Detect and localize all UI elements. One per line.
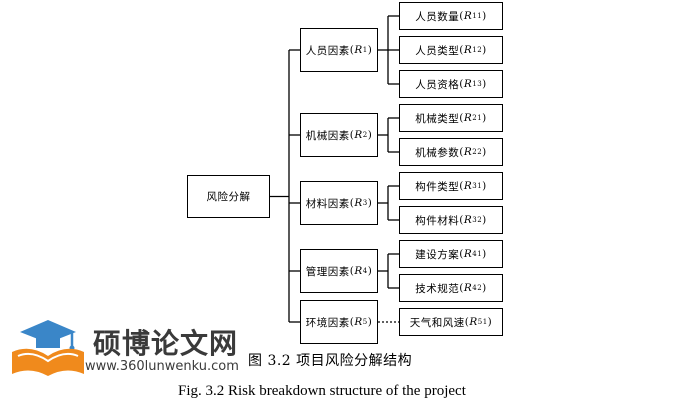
- subfactor-node-2-2-symbol: R: [463, 146, 473, 158]
- subfactor-node-2-2-subscript: 22: [472, 148, 483, 156]
- subfactor-node-2-1-label: 机械类型: [415, 112, 460, 125]
- subfactor-node-4-2-subscript: 42: [472, 284, 483, 292]
- subfactor-node-1-2-label: 人员类型: [415, 44, 460, 57]
- factor-node-1-label: 人员因素: [305, 44, 350, 57]
- factor-node-1-symbol: R: [354, 44, 363, 56]
- factor-node-3-label: 材料因素: [305, 197, 350, 210]
- subfactor-node-1-3-subscript: 13: [472, 80, 483, 88]
- factor-node-2-label: 机械因素: [305, 129, 350, 142]
- figure-caption-en: Fig. 3.2 Risk breakdown structure of the…: [178, 383, 466, 399]
- factor-node-3-symbol: R: [354, 197, 363, 209]
- watermark-url: www.360lunwenku.com: [85, 359, 239, 374]
- factor-node-4-label: 管理因素: [305, 265, 350, 278]
- root-node: 风险分解: [187, 175, 270, 218]
- subfactor-node-5-1-subscript: 51: [477, 318, 488, 326]
- subfactor-node-5-1-symbol: R: [469, 316, 478, 328]
- subfactor-node-4-1-symbol: R: [463, 248, 473, 260]
- subfactor-node-1-2-symbol: R: [463, 44, 473, 56]
- factor-node-2-symbol: R: [354, 129, 363, 141]
- subfactor-node-3-2-subscript: 32: [472, 216, 483, 224]
- subfactor-node-3-1-label: 构件类型: [415, 180, 460, 193]
- subfactor-node-2-1-subscript: 21: [472, 114, 483, 122]
- subfactor-node-4-2-symbol: R: [463, 282, 473, 294]
- subfactor-node-4-1-label: 建设方案: [415, 248, 460, 261]
- subfactor-node-3-1-subscript: 31: [472, 182, 483, 190]
- subfactor-node-1-1-symbol: R: [463, 10, 473, 22]
- subfactor-node-5-1-label: 天气和风速: [409, 316, 465, 329]
- subfactor-node-1-1-label: 人员数量: [415, 10, 460, 23]
- factor-node-5-subscript: 5: [362, 318, 368, 326]
- figure-caption-cn: 图 3.2 项目风险分解结构: [248, 353, 413, 369]
- root-label: 风险分解: [206, 191, 251, 203]
- graduation-cap-book-icon: [12, 320, 84, 376]
- factor-node-5-symbol: R: [354, 316, 363, 328]
- subfactor-node-2-2-label: 机械参数: [415, 146, 460, 159]
- subfactor-node-2-1-symbol: R: [463, 112, 473, 124]
- factor-node-4-symbol: R: [354, 265, 363, 277]
- watermark-site-name: 硕博论文网: [93, 327, 239, 360]
- factor-node-1-subscript: 1: [362, 46, 368, 54]
- subfactor-node-1-1-subscript: 11: [472, 12, 483, 20]
- factor-node-2-subscript: 2: [362, 131, 368, 139]
- subfactor-node-1-3-symbol: R: [463, 78, 473, 90]
- subfactor-node-1-3-label: 人员资格: [415, 78, 460, 91]
- subfactor-node-4-2-label: 技术规范: [415, 282, 460, 295]
- subfactor-node-3-1-symbol: R: [463, 180, 473, 192]
- subfactor-node-3-2-symbol: R: [463, 214, 473, 226]
- factor-node-4-subscript: 4: [362, 267, 368, 275]
- subfactor-node-4-1-subscript: 41: [472, 250, 483, 258]
- factor-node-3-subscript: 3: [362, 199, 368, 207]
- subfactor-node-1-2-subscript: 12: [472, 46, 483, 54]
- subfactor-node-3-2-label: 构件材料: [415, 214, 460, 227]
- factor-node-5-label: 环境因素: [305, 316, 350, 329]
